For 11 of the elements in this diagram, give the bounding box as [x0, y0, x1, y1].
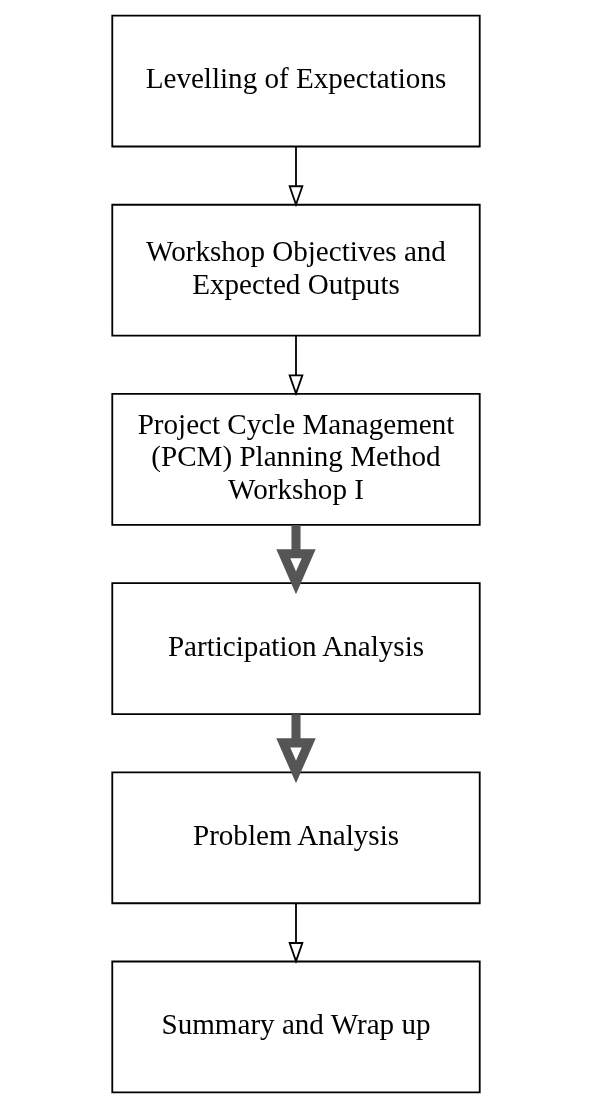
- arrow: [275, 714, 316, 784]
- node-box: Participation Analysis: [110, 582, 481, 715]
- node-box: Project Cycle Management (PCM) Planning Method Workshop I: [110, 393, 481, 526]
- arrow: [275, 525, 316, 595]
- node-box: Levelling of Expectations: [110, 14, 481, 148]
- node-box: Problem Analysis: [110, 771, 481, 905]
- arrow: [287, 335, 304, 397]
- arrow: [287, 145, 304, 208]
- node-box: Summary and Wrap up: [110, 960, 481, 1094]
- arrow: [287, 902, 304, 964]
- node-box: Workshop Objectives and Expected Outputs: [110, 203, 481, 337]
